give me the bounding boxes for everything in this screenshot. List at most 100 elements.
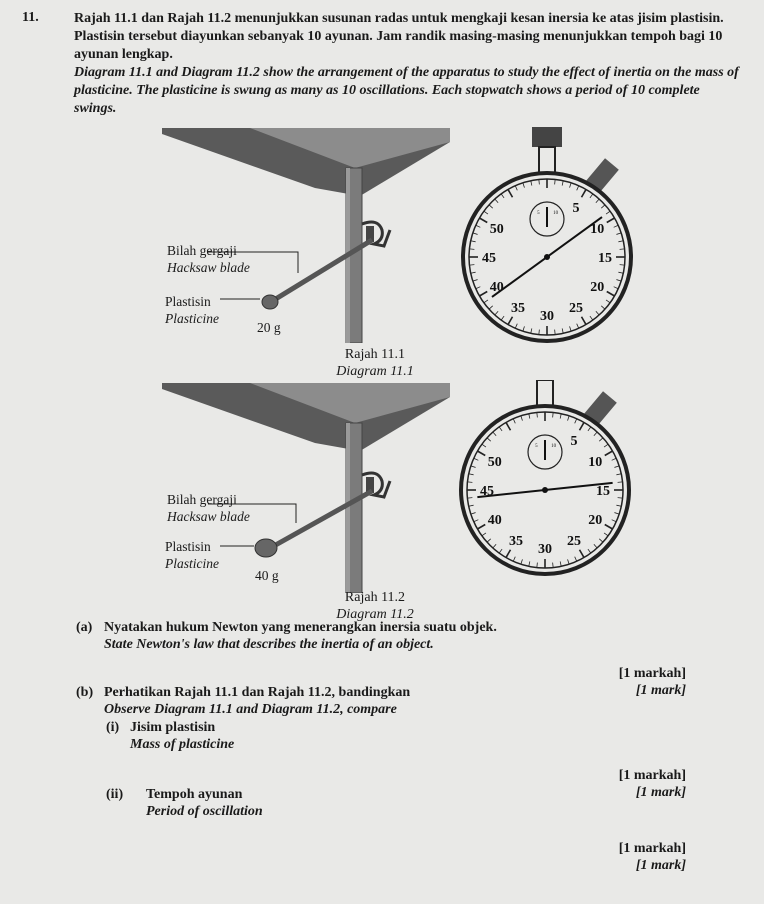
stopwatch-1-tick — [470, 271, 476, 274]
stopwatch-1-tick — [494, 310, 499, 316]
mass-label-1: 20 g — [257, 320, 281, 335]
stopwatch-1-tick — [522, 326, 525, 332]
stopwatch-1-tick — [530, 180, 533, 186]
stopwatch-2-tick — [604, 523, 613, 530]
stopwatch-2-number: 35 — [509, 534, 523, 549]
part-b: (b) Perhatikan Rajah 11.1 dan Rajah 11.2… — [76, 684, 556, 720]
stopwatch-1-tick — [530, 328, 533, 334]
part-b-i: (i) Jisim plastisin Mass of plasticine — [106, 719, 406, 755]
stopwatch-2-tick — [473, 519, 479, 523]
stopwatch-2-tick — [611, 519, 617, 523]
stopwatch-2-number: 50 — [488, 455, 502, 470]
stopwatch-1-tick — [469, 264, 475, 266]
part-b-english: Observe Diagram 11.1 and Diagram 11.2, c… — [104, 702, 397, 717]
stopwatch-2-tick — [473, 457, 479, 461]
stopwatch-1-tick — [538, 179, 540, 185]
plasticine-malay-2: Plastisin — [165, 539, 211, 554]
stopwatch-2-tick — [614, 465, 620, 468]
stopwatch-1-number: 5 — [573, 201, 580, 216]
stopwatch-2-tick — [598, 437, 604, 442]
stopwatch-2-tick — [467, 497, 473, 499]
stopwatch-2-tick — [578, 422, 585, 431]
stopwatch-2-tick — [587, 426, 592, 432]
stopwatch-1-tick — [554, 329, 556, 335]
stopwatch-2-tick — [470, 512, 476, 515]
stopwatch-1-tick — [483, 299, 489, 304]
stopwatch-1-subdial-number: 5 — [537, 211, 540, 216]
stopwatch-2-tick — [593, 543, 598, 549]
stopwatch-2-tick — [512, 556, 516, 562]
stopwatch-1-number: 20 — [590, 280, 604, 295]
part-b-i-marks-english: [1 mark] — [635, 785, 686, 800]
stopwatch-2-tick — [468, 473, 474, 476]
stopwatch-1-tick — [600, 305, 606, 310]
part-b-ii-english: Period of oscillation — [146, 804, 263, 819]
stopwatch-1-tick — [538, 329, 540, 335]
stopwatch-2-tick — [528, 413, 531, 419]
stopwatch-1-number: 30 — [540, 309, 554, 324]
stopwatch-2-hub — [542, 487, 548, 493]
stopwatch-2-tick — [578, 549, 585, 558]
stopwatch-1-number: 50 — [490, 222, 504, 237]
part-b-i-malay: Jisim plastisin — [130, 720, 216, 735]
stopwatch-2-number: 10 — [588, 455, 602, 470]
stopwatch-1-tick — [589, 193, 594, 199]
stopwatch-1-tick — [514, 323, 518, 329]
plasticine-english-2: Plasticine — [165, 556, 219, 571]
stopwatch-2-tick — [552, 412, 554, 418]
stopwatch-2-tick — [470, 465, 476, 468]
stopwatch-2-number: 30 — [538, 542, 552, 557]
intro-malay: Rajah 11.1 dan Rajah 11.2 menunjukkan su… — [74, 11, 724, 62]
stopwatch-2-tick — [611, 457, 617, 461]
stopwatch-2-tick — [520, 415, 523, 421]
stopwatch-1-tick — [569, 326, 572, 332]
stopwatch-1-tick — [613, 224, 619, 228]
blade-english-1: Hacksaw blade — [167, 260, 250, 275]
stopwatch-1-tick — [569, 182, 572, 188]
stopwatch-2-tick — [616, 473, 622, 476]
stopwatch-1-number: 15 — [598, 251, 612, 266]
stopwatch-1-tick — [483, 210, 489, 215]
stopwatch-1-tick — [605, 210, 611, 215]
stopwatch-2-tick — [617, 497, 623, 499]
blade-malay-2: Bilah gergaji — [167, 492, 237, 507]
stopwatch-2-tick — [512, 418, 516, 424]
stopwatch-2-number: 20 — [588, 513, 602, 528]
part-a-marks-malay: [1 markah] — [618, 666, 686, 681]
stopwatch-1-number: 25 — [569, 301, 583, 316]
stopwatch-1-tick — [618, 271, 624, 274]
stopwatch-1-tick — [488, 204, 494, 209]
part-a-english: State Newton's law that describes the in… — [104, 637, 434, 652]
stopwatch-2-tick — [520, 559, 523, 565]
blade-label-1: Bilah gergaji Hacksaw blade — [167, 242, 250, 276]
apparatus-diagram-2 — [162, 383, 450, 593]
stopwatch-1-tick — [576, 185, 580, 191]
stopwatch-1-tick — [488, 305, 494, 310]
stopwatch-1-tick — [561, 180, 564, 186]
part-b-label: (b) — [76, 685, 94, 700]
stopwatch-1-tick — [469, 248, 475, 250]
stopwatch-1-subdial-number: 10 — [553, 211, 559, 216]
stopwatch-1-tick — [613, 286, 619, 290]
caption-english-2: Diagram 11.2 — [336, 607, 414, 622]
blade-english-2: Hacksaw blade — [167, 509, 250, 524]
stopwatch-1-tick — [500, 193, 505, 199]
stopwatch-2-tick — [567, 559, 570, 565]
stopwatch-1-number: 35 — [511, 301, 525, 316]
stopwatch-1-tick — [605, 299, 611, 304]
apparatus-diagram-1 — [162, 128, 450, 343]
stopwatch-2-tick — [567, 415, 570, 421]
stopwatch-2-tick — [477, 450, 486, 457]
plasticine-english-1: Plasticine — [165, 311, 219, 326]
stopwatch-1-tick — [507, 316, 514, 325]
stopwatch-2-tick — [486, 538, 492, 543]
stopwatch-1-tick — [606, 290, 615, 297]
stopwatch-2-tick — [467, 481, 473, 483]
caption-english-1: Diagram 11.1 — [336, 364, 414, 379]
stopwatch-2-number: 40 — [488, 513, 502, 528]
part-b-ii-marks: [1 markah] [1 mark] — [560, 840, 686, 874]
plasticine-label-1: Plastisin Plasticine — [165, 293, 219, 327]
part-b-i-marks: [1 markah] [1 mark] — [560, 767, 686, 801]
